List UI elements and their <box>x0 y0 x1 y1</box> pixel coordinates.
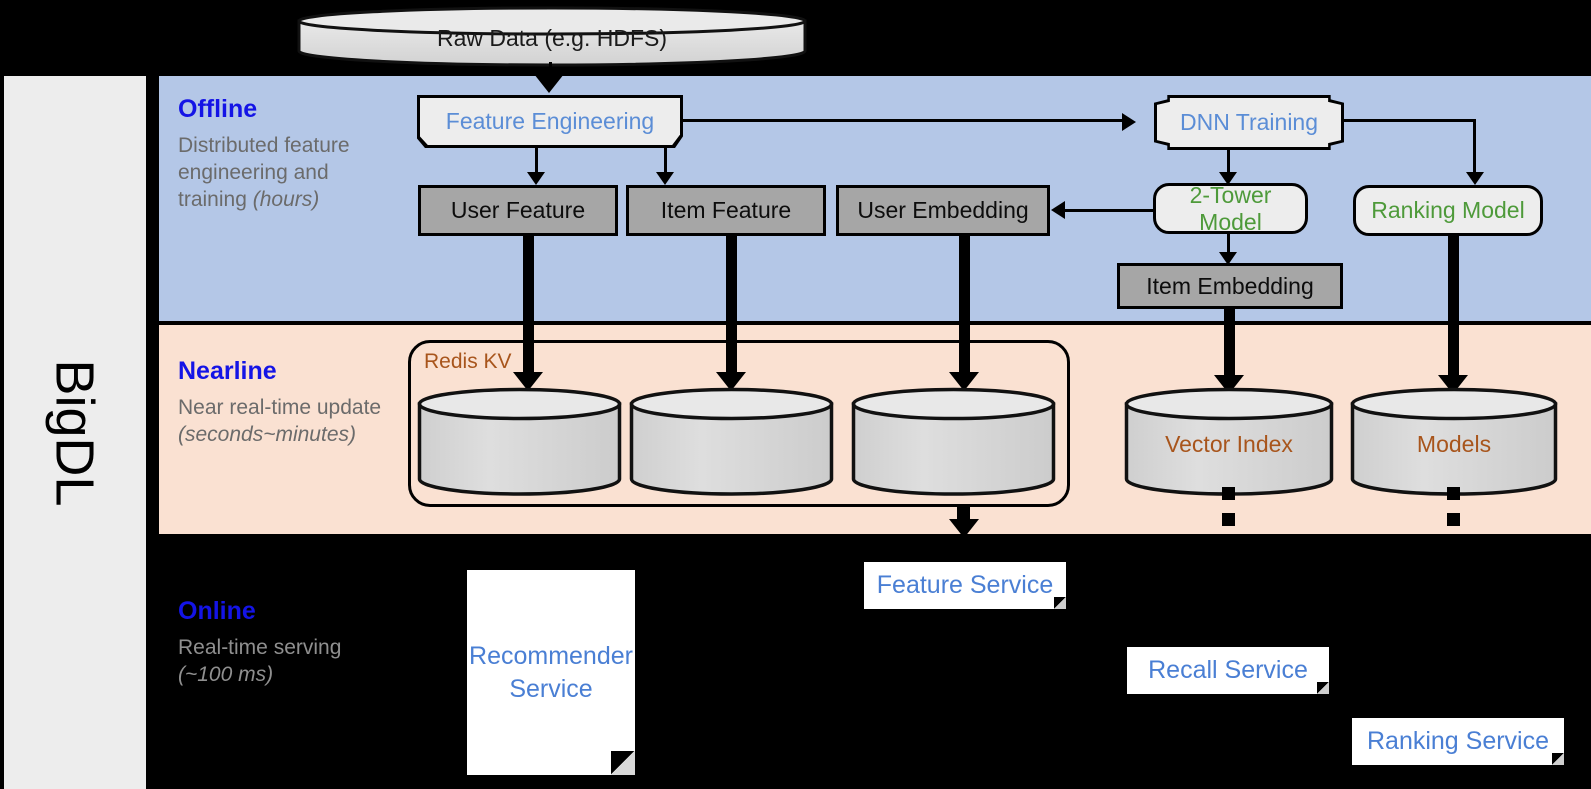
ranking-service-label: Ranking Service <box>1366 727 1550 756</box>
stub-vectorindex-2 <box>1222 513 1235 526</box>
user-embedding-label: User Embedding <box>857 197 1029 224</box>
arrowhead-twotower-itememb <box>1219 252 1237 265</box>
store-cylinder-1[interactable] <box>417 387 622 496</box>
page-fold-icon <box>1054 597 1066 609</box>
band-subtitle-online-text: Real-time serving <box>178 635 342 659</box>
arrowhead-userembedding-store3 <box>949 372 979 391</box>
connector-userembedding-store3 <box>959 236 970 378</box>
connector-dnn-twotower <box>1227 150 1230 175</box>
feature-engineering-node[interactable]: Feature Engineering <box>417 95 683 148</box>
arrowhead-fe-userfeature <box>527 172 545 185</box>
stub-models-1 <box>1447 487 1460 500</box>
band-subtitle-offline-text: Distributed feature engineering and trai… <box>178 133 350 212</box>
page-fold-icon <box>611 751 635 775</box>
connector-dnn-ranking-v <box>1473 119 1476 175</box>
ranking-model-label: Ranking Model <box>1371 197 1525 224</box>
raw-data-cylinder: Raw Data (e.g. HDFS) <box>296 5 808 67</box>
band-subtitle-online-italic: (~100 ms) <box>178 662 274 686</box>
brand-rail: BigDL <box>4 76 146 789</box>
page-fold-icon <box>1317 682 1329 694</box>
band-title-online: Online <box>178 597 256 625</box>
arrowhead-dnn-twotower <box>1219 172 1237 185</box>
connector-fe-itemfeature <box>664 148 667 175</box>
recall-service-node[interactable]: Recall Service <box>1127 647 1329 694</box>
raw-data-label: Raw Data (e.g. HDFS) <box>436 25 668 51</box>
connector-itememb-vectorindex <box>1224 309 1235 381</box>
arrowhead-twotower-userembedding <box>1051 201 1065 219</box>
band-subtitle-offline-italic: (hours) <box>252 188 320 212</box>
store-cylinder-3[interactable] <box>851 387 1056 496</box>
brand-name: BigDL <box>45 358 106 507</box>
stub-models-2 <box>1447 513 1460 526</box>
band-label-offline: Offline Distributed feature engineering … <box>178 95 393 214</box>
item-embedding-label: Item Embedding <box>1146 272 1314 299</box>
user-embedding-node[interactable]: User Embedding <box>836 185 1050 236</box>
recommender-service-label: Recommender Service <box>469 642 633 703</box>
feature-service-node[interactable]: Feature Service <box>864 562 1066 609</box>
arrowhead-fe-itemfeature <box>656 172 674 185</box>
user-feature-node[interactable]: User Feature <box>418 185 618 236</box>
page-fold-icon <box>1552 753 1564 765</box>
connector-fe-userfeature <box>535 148 538 175</box>
connector-itemfeature-store2 <box>726 236 737 378</box>
band-subtitle-online: Real-time serving (~100 ms) <box>178 634 393 689</box>
band-label-nearline: Nearline Near real-time update (seconds~… <box>178 357 393 449</box>
band-subtitle-nearline-italic: (seconds~minutes) <box>178 422 356 446</box>
band-subtitle-nearline-text: Near real-time update <box>178 395 382 419</box>
vector-index-cylinder[interactable]: Vector Index <box>1124 387 1334 496</box>
connector-fe-dnn <box>683 119 1124 122</box>
band-title-offline: Offline <box>178 95 258 123</box>
redis-kv-label: Redis KV <box>424 350 512 373</box>
models-cylinder[interactable]: Models <box>1350 387 1558 496</box>
arrowhead-rawdata-fe <box>534 74 564 93</box>
band-subtitle-offline: Distributed feature engineering and trai… <box>178 132 393 214</box>
models-label: Models <box>1416 431 1492 457</box>
ranking-service-node[interactable]: Ranking Service <box>1352 718 1564 765</box>
arrowhead-fe-dnn <box>1122 113 1136 131</box>
arrowhead-dnn-ranking <box>1466 172 1484 185</box>
stub-redis-featureservice <box>957 506 970 519</box>
connector-twotower-userembedding <box>1065 209 1155 212</box>
recall-service-label: Recall Service <box>1148 656 1308 685</box>
feature-service-label: Feature Service <box>876 571 1054 600</box>
user-feature-label: User Feature <box>450 197 586 224</box>
band-subtitle-nearline: Near real-time update (seconds~minutes) <box>178 394 393 449</box>
connector-rankingmodel-models <box>1448 236 1459 381</box>
vector-index-label: Vector Index <box>1165 431 1293 457</box>
band-title-nearline: Nearline <box>178 357 277 385</box>
stub-vectorindex-1 <box>1222 487 1235 500</box>
connector-twotower-itememb <box>1227 234 1230 258</box>
two-tower-model-label: 2-Tower Model <box>1189 182 1272 235</box>
arrowhead-itemfeature-store2 <box>716 372 746 391</box>
dnn-training-label: DNN Training <box>1157 98 1341 147</box>
item-embedding-node[interactable]: Item Embedding <box>1117 263 1343 309</box>
redis-kv-container <box>408 340 1070 507</box>
item-feature-node[interactable]: Item Feature <box>626 185 826 236</box>
recommender-service-node[interactable]: Recommender Service <box>467 570 635 775</box>
item-feature-label: Item Feature <box>660 197 792 224</box>
dnn-training-node[interactable]: DNN Training <box>1154 95 1344 150</box>
connector-dnn-ranking-h <box>1344 119 1476 122</box>
arrowhead-userfeature-store1 <box>513 372 543 391</box>
connector-rawdata-fe <box>549 62 552 80</box>
feature-engineering-label: Feature Engineering <box>420 98 680 145</box>
arrowhead-redis-featureservice <box>949 519 979 538</box>
two-tower-model-node[interactable]: 2-Tower Model <box>1153 182 1308 235</box>
band-label-online: Online Real-time serving (~100 ms) <box>178 597 393 689</box>
ranking-model-node[interactable]: Ranking Model <box>1353 185 1543 236</box>
connector-userfeature-store1 <box>523 236 534 378</box>
brand-label: BigDL <box>4 76 146 789</box>
store-cylinder-2[interactable] <box>629 387 834 496</box>
